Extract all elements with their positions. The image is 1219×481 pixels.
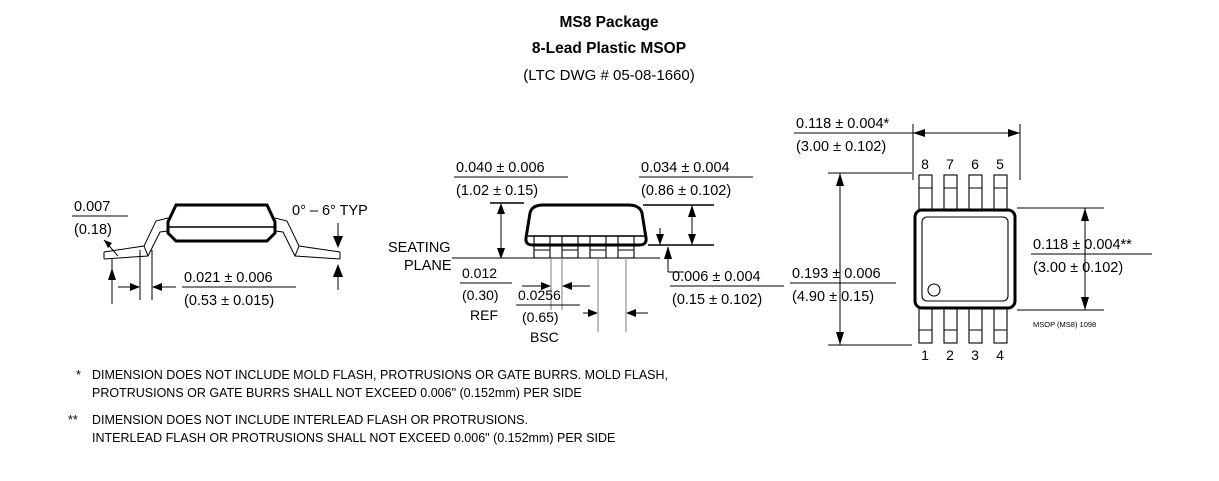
overall-width-arrow-left <box>913 129 925 137</box>
lead-width-mm: (0.30) <box>462 287 499 303</box>
side-view: 0.007 (0.18) 0.021 ± 0.006 (0.53 ± 0.015… <box>72 199 368 309</box>
foot-length-mm: (0.53 ± 0.015) <box>184 293 274 309</box>
body-height-arrow-top <box>688 205 696 217</box>
pin-label-6: 6 <box>971 156 979 172</box>
body-width-arrow-bottom <box>1081 297 1089 310</box>
pin-label-4: 4 <box>996 347 1004 363</box>
notes-block: * DIMENSION DOES NOT INCLUDE MOLD FLASH,… <box>68 368 668 445</box>
lead-pitch-arrowhead-left <box>588 309 598 317</box>
body-width-inch: 0.118 ± 0.004** <box>1033 237 1132 253</box>
top-view-body <box>913 208 1017 310</box>
top-view-pins-top <box>918 174 1008 212</box>
pin-label-7: 7 <box>946 156 954 172</box>
lead-thickness-mm: (0.18) <box>74 222 112 238</box>
body-height-inch: 0.034 ± 0.004 <box>641 160 730 176</box>
side-view-lead-right-top <box>274 217 341 253</box>
overall-height-arrow-top <box>497 203 505 214</box>
body-height-arrow-bottom <box>688 234 696 245</box>
overall-width-inch: 0.118 ± 0.004* <box>796 116 890 132</box>
front-view: 0.040 ± 0.006 (1.02 ± 0.15) SEATING PLAN… <box>388 160 784 345</box>
top-view-pins-bottom <box>918 306 1008 344</box>
top-view-body-inner <box>921 216 1009 302</box>
top-pin-4 <box>993 306 1008 344</box>
side-view-foot-arrow <box>108 268 116 280</box>
foot-length-arrowhead-left <box>130 283 140 291</box>
top-view: 8 7 6 5 1 2 3 4 0.118 ± 0.004* (3.00 ± 0… <box>790 116 1152 363</box>
overall-length-arrow-top <box>836 173 844 186</box>
top-pin-7 <box>943 174 958 212</box>
side-view-lead-right-tip <box>294 245 300 257</box>
lead-width-arrowhead-left <box>541 282 551 290</box>
note-2-line-2: INTERLEAD FLASH OR PROTRUSIONS SHALL NOT… <box>92 431 615 445</box>
foot-length-inch: 0.021 ± 0.006 <box>184 270 273 286</box>
note-2-line-1: DIMENSION DOES NOT INCLUDE INTERLEAD FLA… <box>92 413 528 427</box>
title-line-2: 8-Lead Plastic MSOP <box>532 40 686 57</box>
pin-label-1: 1 <box>921 347 929 363</box>
standoff-inch: 0.006 ± 0.004 <box>672 269 761 285</box>
lead-angle-arrow-up <box>333 264 343 277</box>
overall-height-arrow-bottom <box>497 248 505 259</box>
revision-label: MSOP (MS8) 1098 <box>1033 320 1096 329</box>
note-1-marker: * <box>76 368 81 382</box>
title-line-3: (LTC DWG # 05-08-1660) <box>523 67 694 84</box>
top-pin-8 <box>918 174 933 212</box>
side-view-lead-right-bottom <box>274 230 341 260</box>
body-width-arrow-top <box>1081 208 1089 221</box>
overall-height-inch: 0.040 ± 0.006 <box>456 160 545 176</box>
body-width-mm: (3.00 ± 0.102) <box>1033 260 1123 276</box>
lead-thickness-arrowhead <box>104 240 112 248</box>
overall-length-mm: (4.90 ± 0.15) <box>792 289 874 305</box>
note-1-line-2: PROTRUSIONS OR GATE BURRS SHALL NOT EXCE… <box>92 386 582 400</box>
overall-length-inch: 0.193 ± 0.006 <box>792 266 881 282</box>
standoff-inner-arrow <box>656 234 664 245</box>
top-pin-2 <box>943 306 958 344</box>
pin1-indicator-dot <box>927 283 941 297</box>
title-line-1: MS8 Package <box>559 14 658 31</box>
pin-label-8: 8 <box>921 156 929 172</box>
lead-width-inch: 0.012 <box>462 265 497 281</box>
side-view-lead-left-top <box>103 217 169 253</box>
overall-height-mm: (1.02 ± 0.15) <box>456 183 538 199</box>
lead-thickness-inch: 0.007 <box>74 199 110 215</box>
lead-width-suffix: REF <box>470 307 498 323</box>
lead-angle-label: 0° – 6° TYP <box>292 203 368 219</box>
note-1-line-1: DIMENSION DOES NOT INCLUDE MOLD FLASH, P… <box>92 368 668 382</box>
note-2-marker: ** <box>68 413 78 427</box>
top-pin-3 <box>968 306 983 344</box>
body-height-mm: (0.86 ± 0.102) <box>641 183 731 199</box>
side-view-lead-left-tip <box>143 245 149 257</box>
seating-plane-label-1: SEATING <box>388 240 451 256</box>
top-pin-1 <box>918 306 933 344</box>
seating-plane-label-2: PLANE <box>404 258 452 274</box>
front-view-body <box>524 203 648 247</box>
side-view-lead-left-bottom <box>103 230 169 260</box>
lead-pitch-mm: (0.65) <box>522 309 559 325</box>
top-pin-5 <box>993 174 1008 212</box>
side-view-body <box>166 203 277 243</box>
top-pin-6 <box>968 174 983 212</box>
standoff-arrow-up <box>664 246 672 259</box>
pin-label-2: 2 <box>946 347 954 363</box>
overall-width-arrow-right <box>1008 129 1020 137</box>
lead-pitch-arrowhead-right <box>626 309 636 317</box>
lead-angle-arrow-down <box>333 236 343 248</box>
front-view-leads <box>533 235 635 259</box>
lead-pitch-suffix: BSC <box>530 329 559 345</box>
standoff-mm: (0.15 ± 0.102) <box>672 292 762 308</box>
lead-pitch-inch: 0.0256 <box>518 287 561 303</box>
overall-length-arrow-bottom <box>836 332 844 345</box>
pin-label-3: 3 <box>971 347 979 363</box>
pin-label-5: 5 <box>996 156 1004 172</box>
foot-length-arrowhead-right <box>152 283 162 291</box>
lead-width-arrowhead-right <box>562 282 572 290</box>
overall-width-mm: (3.00 ± 0.102) <box>796 139 886 155</box>
